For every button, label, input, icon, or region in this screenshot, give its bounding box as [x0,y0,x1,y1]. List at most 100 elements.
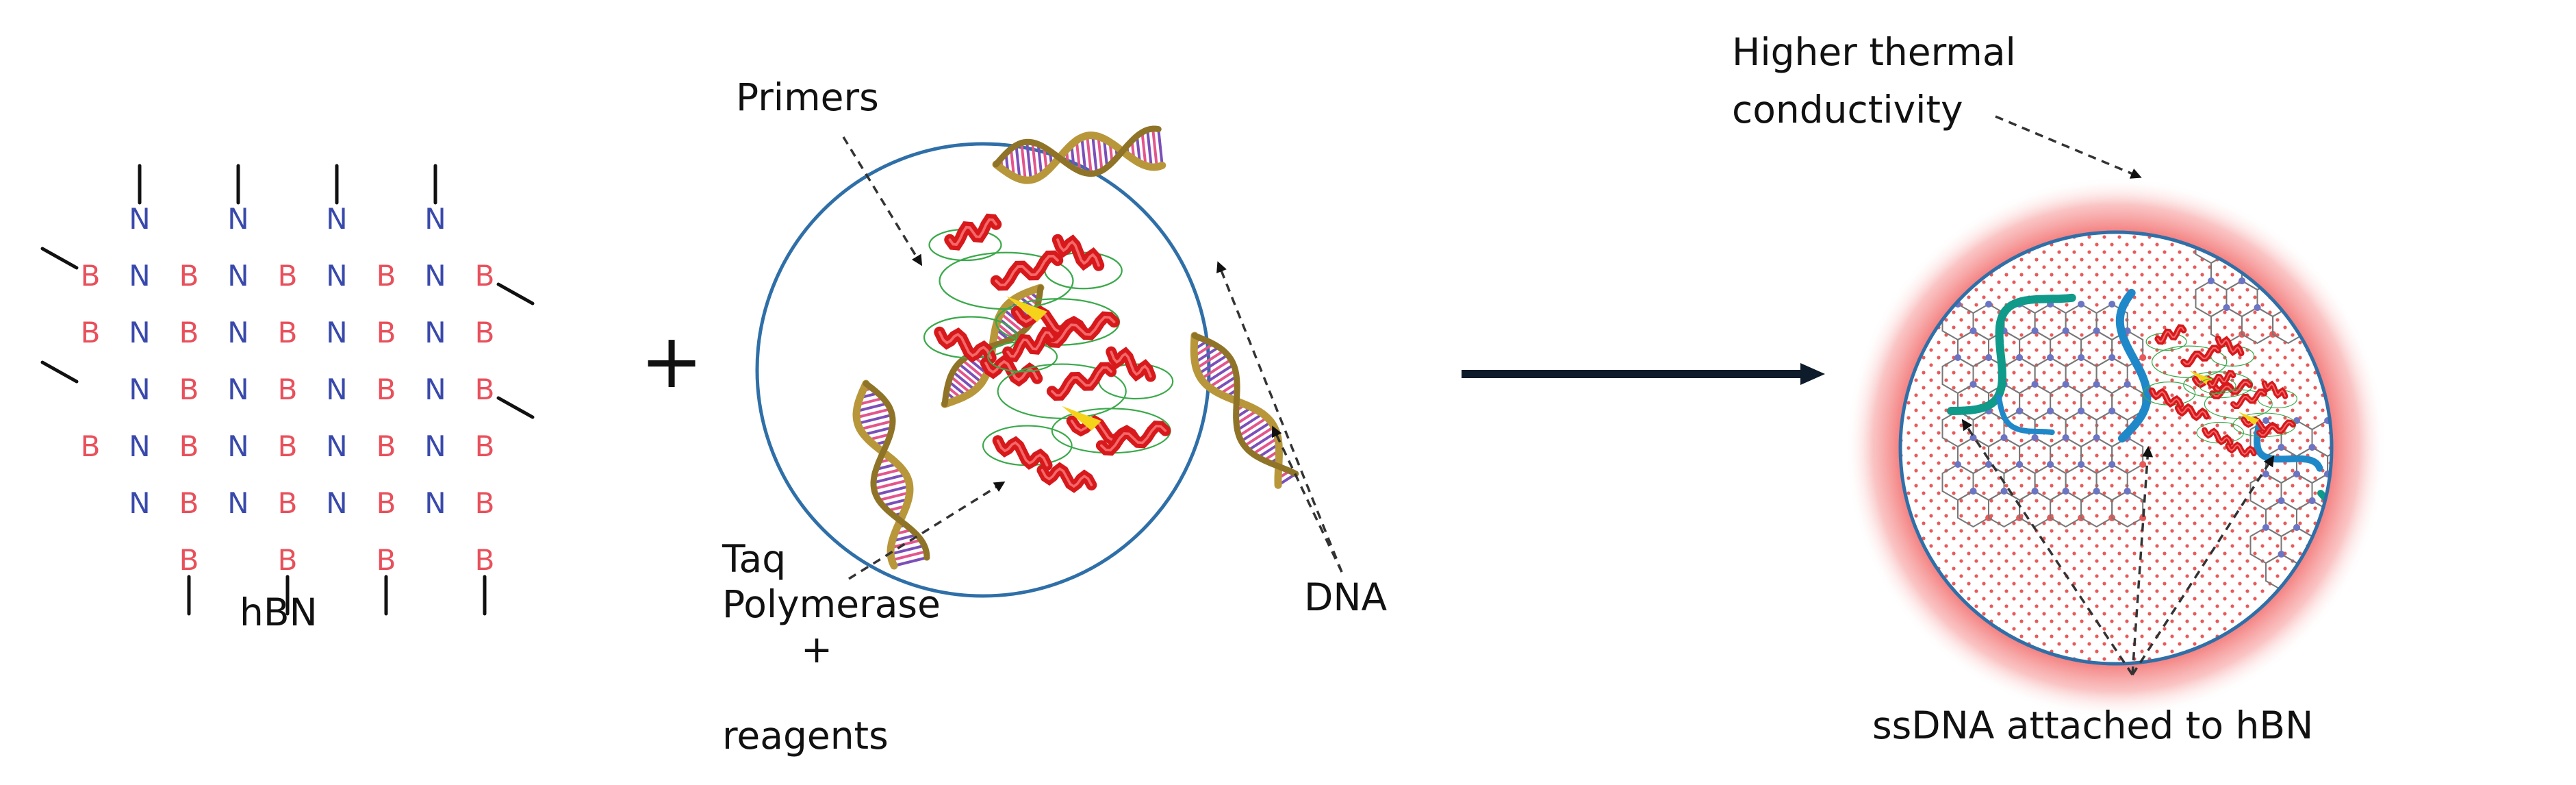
nitrogen-atom: N [129,202,150,236]
boron-atom: B [377,429,396,463]
taq-label-line1: Taq [722,537,787,581]
ssdna-pointer-2 [2131,446,2154,675]
nitrogen-node [1969,434,1977,441]
alpha-helix-highlight [2177,406,2208,419]
nitrogen-node [2078,301,2085,308]
boron-node [2362,277,2369,284]
nitrogen-node [2362,224,2369,231]
nitrogen-atom: N [129,486,150,520]
boron-node [2408,304,2415,311]
nitrogen-node [1954,461,1961,468]
base-pair [1086,135,1093,174]
nitrogen-node [1969,327,1977,334]
hbn-atom-bg [175,375,203,404]
nitrogen-node [2124,488,2131,495]
boron-node [2331,277,2332,284]
hex-cell [2389,501,2420,536]
boron-atom: B [278,373,298,406]
beta-sheet [2238,412,2260,425]
nitrogen-node [2239,171,2245,177]
base-pair [1247,431,1277,451]
hbn-atom-bg [125,375,154,404]
dna-backbone [1191,332,1299,477]
boron-node [2416,577,2423,584]
base-pair [1102,138,1109,168]
base-pair [1031,142,1038,179]
nitrogen-node [2262,471,2269,477]
hbn-atom-bg [421,489,450,518]
boron-node [2386,471,2393,477]
base-pair [857,413,893,425]
ssdna-strand [2310,232,2332,249]
alpha-helix-highlight [1051,366,1112,397]
base-pair [1025,141,1032,181]
hex-cell [2288,174,2319,210]
nitrogen-node [2386,524,2393,531]
nitrogen-node [2315,251,2323,258]
hbn-atom-bg [125,432,154,461]
hbn-atom-bg [273,489,302,518]
hbn-bond-stub [496,396,535,419]
boron-atom: B [179,429,199,463]
base-pair [873,467,903,478]
nitrogen-atom: N [326,486,347,520]
result-pointers [1961,115,2275,675]
hex-cell [2381,227,2412,263]
hbn-atom-bg [322,262,351,290]
nitrogen-node [2416,524,2423,531]
taq-label-line2: Polymerase [722,582,941,626]
base-pair [949,375,972,395]
nitrogen-node [1969,488,1977,495]
base-pair [1238,416,1268,437]
hex-cell [2389,447,2420,483]
alpha-helix-highlight [2263,382,2286,397]
nitrogen-node [2293,471,2301,477]
hex-cell [2358,554,2389,590]
boron-node [2254,197,2261,204]
reaction-mixture [755,125,1299,598]
hbn-atom-bg [273,319,302,347]
hex-cell [2319,174,2350,210]
nitrogen-atom: N [227,202,248,236]
boron-node [2362,224,2369,231]
nitrogen-node [2401,444,2408,451]
boron-node [2377,197,2384,204]
base-pair [875,484,910,497]
nitrogen-atom: N [227,259,248,292]
ssdna-strands [1947,232,2332,512]
nitrogen-node [2078,461,2085,468]
hbn-bonds [40,164,535,616]
base-pair [1197,353,1229,375]
base-pair [1091,135,1098,173]
boron-atom: B [278,486,298,520]
nitrogen-node [1985,354,1993,361]
base-pair [1157,129,1164,166]
hbn-atom-bg [224,432,253,461]
base-pair [1097,136,1104,171]
hbn-atom-bg [421,432,450,461]
alpha-helix-highlight [1099,425,1167,452]
hex-cell [2405,421,2436,456]
base-pair [863,426,893,436]
base-pair [1194,346,1220,364]
base-pair [1036,144,1043,176]
ssdna-strand [2115,288,2152,443]
alpha-helix-highlight [2209,372,2234,386]
base-pair [856,402,888,413]
dna-pointer-1 [1216,261,1343,573]
hex-cell [2258,174,2288,210]
nitrogen-node [2362,277,2369,284]
base-pair [1208,369,1236,389]
boron-node [2300,224,2307,231]
boron-node [2331,224,2338,231]
nitrogen-node [2031,381,2039,388]
boron-atom: B [475,316,495,349]
nitrogen-node [2347,251,2354,258]
nitrogen-node [2047,461,2054,468]
boron-atom: B [179,486,199,520]
base-pair [1015,145,1021,179]
nitrogen-node [2432,551,2439,558]
boron-atom: B [81,259,101,292]
nitrogen-node [2108,301,2116,308]
dna-helices [852,125,1299,570]
